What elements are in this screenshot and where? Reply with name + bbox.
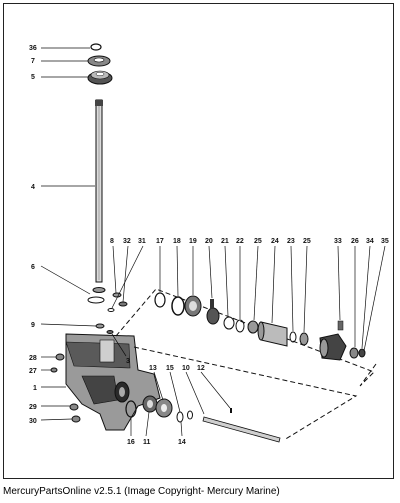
label-11: 11 bbox=[143, 439, 151, 446]
label-9: 9 bbox=[31, 322, 35, 329]
bearing-19[interactable] bbox=[184, 295, 202, 317]
label-24: 24 bbox=[271, 238, 279, 245]
label-28: 28 bbox=[29, 355, 37, 362]
label-33: 33 bbox=[334, 238, 342, 245]
label-10: 10 bbox=[182, 365, 190, 372]
seal-36[interactable] bbox=[90, 43, 102, 51]
washer-6[interactable] bbox=[87, 287, 106, 304]
ring-18[interactable] bbox=[171, 296, 185, 316]
washer-14[interactable] bbox=[176, 410, 193, 423]
label-5: 5 bbox=[31, 74, 35, 81]
exploded-parts-diagram: 36 7 5 4 6 8 32 31 17 18 19 20 21 22 25 … bbox=[29, 43, 389, 446]
label-21: 21 bbox=[221, 238, 229, 245]
copyright-caption: MercuryPartsOnline v2.5.1 (Image Copyrig… bbox=[3, 486, 280, 497]
label-26: 26 bbox=[351, 238, 359, 245]
part-number-labels: 36 7 5 4 6 8 32 31 17 18 19 20 21 22 25 … bbox=[29, 45, 389, 446]
label-15: 15 bbox=[166, 365, 174, 372]
label-23: 23 bbox=[287, 238, 295, 245]
bearing-7[interactable] bbox=[87, 55, 111, 67]
diagram-frame: 36 7 5 4 6 8 32 31 17 18 19 20 21 22 25 … bbox=[3, 3, 394, 479]
label-27: 27 bbox=[29, 368, 37, 375]
label-7: 7 bbox=[31, 58, 35, 65]
label-13: 13 bbox=[149, 365, 157, 372]
label-30: 30 bbox=[29, 418, 37, 425]
label-35: 35 bbox=[381, 238, 389, 245]
label-36: 36 bbox=[29, 45, 37, 52]
gear-20[interactable] bbox=[206, 299, 220, 325]
label-17: 17 bbox=[156, 238, 164, 245]
label-16: 16 bbox=[127, 439, 135, 446]
label-1: 1 bbox=[33, 385, 37, 392]
label-25b: 25 bbox=[303, 238, 311, 245]
small-parts-cluster bbox=[95, 292, 128, 334]
label-25: 25 bbox=[254, 238, 262, 245]
bushing-24[interactable] bbox=[257, 321, 288, 347]
label-34: 34 bbox=[366, 238, 374, 245]
pinion-gear-11[interactable] bbox=[142, 395, 158, 413]
washer-23[interactable] bbox=[289, 331, 297, 343]
label-12: 12 bbox=[197, 365, 205, 372]
label-20: 20 bbox=[205, 238, 213, 245]
drive-shaft-4[interactable] bbox=[95, 99, 103, 283]
gear-housing-1[interactable] bbox=[65, 333, 161, 431]
label-31: 31 bbox=[138, 238, 146, 245]
gear-5[interactable] bbox=[87, 70, 113, 85]
label-14: 14 bbox=[178, 439, 186, 446]
label-6: 6 bbox=[31, 264, 35, 271]
clutch-21[interactable] bbox=[223, 316, 235, 330]
label-22: 22 bbox=[236, 238, 244, 245]
spacer-25a[interactable] bbox=[247, 320, 259, 334]
propeller-hub-33[interactable] bbox=[319, 320, 347, 361]
ring-17[interactable] bbox=[154, 292, 166, 308]
bearing-13[interactable] bbox=[155, 398, 173, 418]
drain-screws-29-30 bbox=[69, 403, 81, 423]
label-3: 3 bbox=[126, 358, 130, 365]
propeller-shaft-10[interactable] bbox=[202, 408, 281, 443]
washer-22[interactable] bbox=[235, 319, 245, 333]
label-18: 18 bbox=[173, 238, 181, 245]
label-29: 29 bbox=[29, 404, 37, 411]
leader-lines bbox=[40, 47, 386, 437]
label-4: 4 bbox=[31, 184, 35, 191]
spacer-25b[interactable] bbox=[299, 332, 309, 346]
label-32: 32 bbox=[123, 238, 131, 245]
label-19: 19 bbox=[189, 238, 197, 245]
label-8: 8 bbox=[110, 238, 114, 245]
nut-26-34-35[interactable] bbox=[349, 347, 366, 359]
